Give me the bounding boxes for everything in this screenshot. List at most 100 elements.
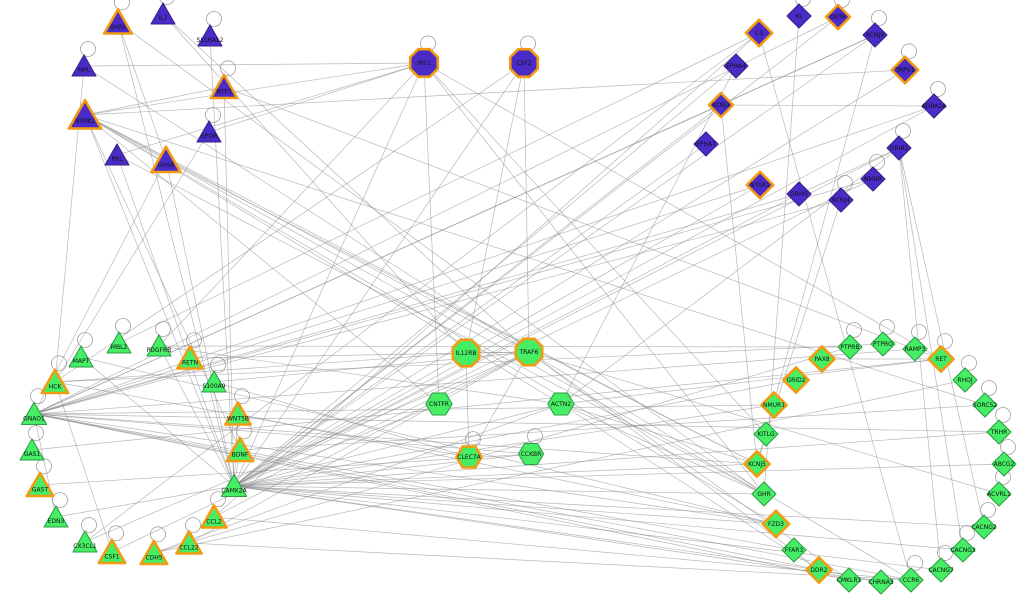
node-FZD3[interactable]: FZD3 xyxy=(761,509,791,539)
edge-PDGFRB-ACTN2 xyxy=(158,345,562,405)
node-IRS1[interactable]: IRS1 xyxy=(408,47,440,79)
self-loop-edge-KCNJ4 xyxy=(837,175,853,191)
node-KITLG[interactable]: KITLG xyxy=(753,421,779,447)
node-CLEC7A[interactable]: CLEC7A xyxy=(455,445,483,469)
node-PTPRB[interactable]: PTPRB xyxy=(837,334,863,360)
node-PAX8[interactable]: PAX8 xyxy=(808,345,836,373)
node-MAPT[interactable]: MAPT xyxy=(68,345,94,368)
edge-GAST-CCKBR xyxy=(39,453,532,486)
node-NMUR1[interactable]: NMUR1 xyxy=(760,391,788,419)
node-EDN3[interactable]: EDN3 xyxy=(43,505,69,528)
node-TRHR[interactable]: TRHR xyxy=(986,419,1012,445)
node-CSF1[interactable]: CSF1 xyxy=(97,538,127,565)
node-RAMP3[interactable]: RAMP3 xyxy=(902,336,928,362)
edge-IRS1-PDGFRB xyxy=(158,62,425,347)
node-EPOR[interactable]: EPOR xyxy=(196,120,222,143)
node-TRAF6[interactable]: TRAF6 xyxy=(514,337,544,367)
edge-NTRK2-CNTFR xyxy=(84,114,440,405)
edge-OXTR-GNAO1 xyxy=(33,16,839,415)
node-PTPRO[interactable]: PTPRO xyxy=(870,331,896,357)
diamond-node-shape xyxy=(870,331,896,357)
node-NTF3[interactable]: NTF3 xyxy=(209,73,239,100)
node-SLC6A12[interactable]: SLC6A12 xyxy=(197,24,224,47)
edge-CSF2-HCK xyxy=(54,62,525,383)
edge-GRM5-GRIA1 xyxy=(798,147,900,195)
self-loop-edge-CACNG3 xyxy=(959,525,975,541)
edge-ADRA2A-KCNJ3 xyxy=(720,104,935,107)
node-ACVRL1[interactable]: ACVRL1 xyxy=(986,481,1012,507)
edge-MAPT-FZD3 xyxy=(80,356,777,525)
edge-EPOR-IRS1 xyxy=(208,62,425,133)
node-ADRA2A[interactable]: ADRA2A xyxy=(921,93,948,119)
node-KCNJ9[interactable]: KCNJ9 xyxy=(862,22,888,48)
node-CACNG2[interactable]: CACNG2 xyxy=(971,514,997,540)
edge-TRAF6-ACVRL1 xyxy=(528,351,1000,495)
node-GHR[interactable]: GHR xyxy=(751,481,777,507)
self-loop-edge-KL xyxy=(795,0,811,7)
diamond-node-shape xyxy=(781,537,807,563)
node-ABCG2[interactable]: ABCG2 xyxy=(991,451,1017,477)
diamond-node-shape xyxy=(751,481,777,507)
node-CACNG7[interactable]: CACNG7 xyxy=(928,557,954,583)
node-MPL[interactable]: MPL xyxy=(71,54,97,77)
node-NTSR1[interactable]: NTSR1 xyxy=(745,170,775,200)
node-SORCS2[interactable]: SORCS2 xyxy=(972,392,998,418)
node-GHRL[interactable]: GHRL xyxy=(102,8,134,35)
diamond-node-shape xyxy=(868,569,894,595)
node-TRPV1[interactable]: TRPV1 xyxy=(890,55,920,85)
node-GHSR[interactable]: GHSR xyxy=(150,145,182,174)
node-CSF2[interactable]: CSF2 xyxy=(508,47,540,79)
node-KL[interactable]: KL xyxy=(786,3,812,29)
hexagon-node-shape xyxy=(517,442,545,466)
triangle-node-shape xyxy=(200,504,228,529)
edge-CAMK2A-DDR2 xyxy=(233,485,820,571)
node-GRID2[interactable]: GRID2 xyxy=(782,366,810,394)
diamond-node-shape xyxy=(828,187,854,213)
diamond-node-shape xyxy=(723,53,749,79)
edge-C3-CX3CL1 xyxy=(84,32,760,543)
node-FFAR3[interactable]: FFAR3 xyxy=(781,537,807,563)
edge-GNAO1-CCKBR xyxy=(33,413,532,455)
edge-GNAO1-FFAR3 xyxy=(33,413,795,551)
node-PDGFRB[interactable]: PDGFRB xyxy=(146,334,172,357)
node-IL7[interactable]: IL7 xyxy=(150,2,176,25)
node-RET[interactable]: RET xyxy=(927,345,955,373)
edge-IL12RB-CLEC7A xyxy=(465,352,470,458)
node-CHRNA3[interactable]: CHRNA3 xyxy=(868,569,894,595)
self-loop-edge-MBL2 xyxy=(115,318,131,334)
node-EPHA4[interactable]: EPHA4 xyxy=(723,53,749,79)
node-KCNJ4[interactable]: KCNJ4 xyxy=(828,187,854,213)
edge-NTRK2-CAMK2A xyxy=(84,114,235,487)
node-CCL22[interactable]: CCL22 xyxy=(175,530,203,555)
node-CMKLR1[interactable]: CMKLR1 xyxy=(836,567,862,593)
triangle-node-shape xyxy=(209,73,239,100)
edge-CAMK2A-KCNJ5 xyxy=(233,463,758,487)
node-MBL2[interactable]: MBL2 xyxy=(106,331,132,354)
self-loop-edge-CX3CL1 xyxy=(81,517,97,533)
node-CCKBR[interactable]: CCKBR xyxy=(517,442,545,466)
node-PRL[interactable]: PRL xyxy=(104,143,130,166)
node-NMBR[interactable]: NMBR xyxy=(860,166,886,192)
triangle-node-shape xyxy=(139,539,169,566)
node-IL12RB[interactable]: IL12RB xyxy=(451,338,481,368)
edge-TRPV1-CAMK2A xyxy=(233,69,906,487)
node-CDH5[interactable]: CDH5 xyxy=(139,539,169,566)
edge-KCNJ3-CAMK2A xyxy=(233,104,722,487)
node-RHOJ[interactable]: RHOJ xyxy=(952,367,978,393)
edge-PRL-IRS1 xyxy=(116,62,425,156)
node-GRIA1[interactable]: GRIA1 xyxy=(886,135,912,161)
node-EPHA7[interactable]: EPHA7 xyxy=(693,131,719,157)
node-CACNG3[interactable]: CACNG3 xyxy=(950,537,976,563)
edge-BDNF-SORCS2 xyxy=(239,404,986,451)
node-OXTR[interactable]: OXTR xyxy=(824,3,852,31)
node-CX3CL1[interactable]: CX3CL1 xyxy=(72,530,98,553)
node-KCNJ3[interactable]: KCNJ3 xyxy=(707,91,735,119)
diamond-node-shape xyxy=(837,334,863,360)
edge-WNT5B-FZD3 xyxy=(237,413,777,525)
edge-GNAO1-KCNJ5 xyxy=(33,413,758,465)
node-CCR6[interactable]: CCR6 xyxy=(898,567,924,593)
edge-HCK-CSF1 xyxy=(54,381,113,553)
node-C3[interactable]: C3 xyxy=(744,18,774,48)
edge-MPL-TRAF6 xyxy=(83,65,530,353)
